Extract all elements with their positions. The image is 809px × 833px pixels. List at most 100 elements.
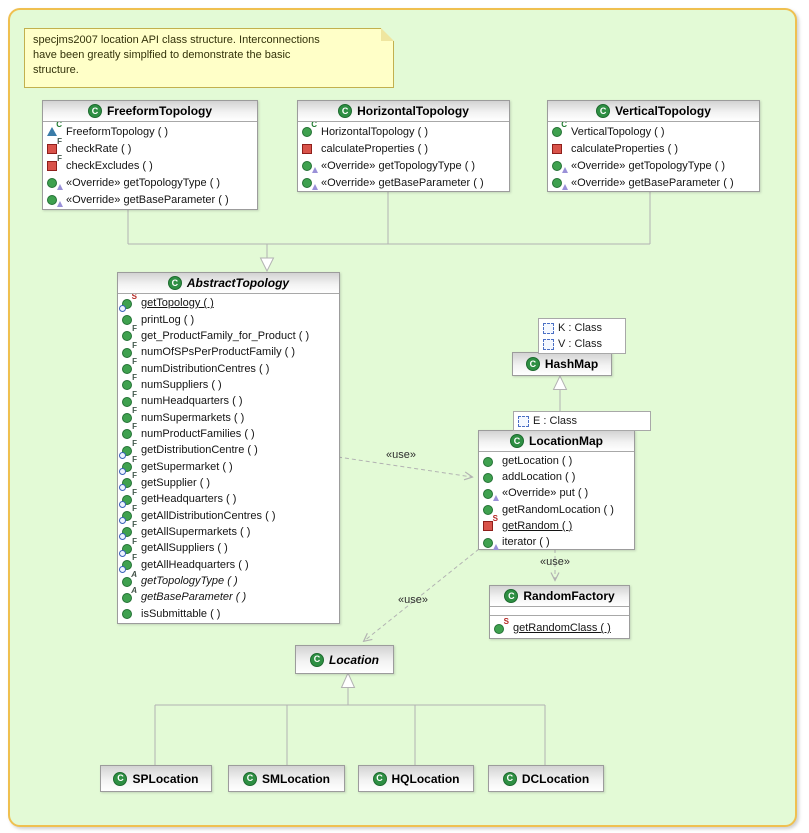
class-locationmap[interactable]: C LocationMap getLocation ( )addLocation… (478, 430, 635, 550)
method-label: numProductFamilies ( ) (141, 427, 255, 440)
method-item[interactable]: «Override» getTopologyType ( ) (552, 157, 757, 174)
method-label: getRandomLocation ( ) (502, 503, 614, 516)
class-icon: C (310, 652, 324, 667)
method-item[interactable]: «Override» getBaseParameter ( ) (552, 174, 757, 191)
method-item[interactable]: getLocation ( ) (483, 453, 632, 469)
method-item[interactable]: isSubmittable ( ) (122, 606, 337, 622)
public-final-sync-method-icon: F (119, 456, 137, 476)
public-final-method-icon: F (122, 423, 137, 440)
class-smlocation[interactable]: C SMLocation (228, 765, 345, 792)
method-item[interactable]: «Override» getTopologyType ( ) (302, 157, 507, 174)
generalization-location-subclasses (154, 687, 546, 765)
generalization-arrow-location (340, 671, 356, 688)
type-parameter-label: E : Class (533, 415, 578, 427)
public-override-method-icon (483, 487, 499, 501)
method-item[interactable]: iterator ( ) (483, 534, 632, 550)
method-label: getAllSuppliers ( ) (141, 542, 228, 555)
public-final-sync-method-icon: F (119, 505, 137, 525)
synchronized-decorator-icon (119, 533, 126, 541)
constructor-package-method-icon: C (47, 122, 62, 138)
method-item[interactable]: calculateProperties ( ) (302, 140, 507, 157)
method-item[interactable]: getRandomLocation ( ) (483, 502, 632, 518)
class-splocation[interactable]: C SPLocation (100, 765, 212, 792)
method-item[interactable]: «Override» getBaseParameter ( ) (47, 191, 255, 208)
class-title: C RandomFactory (490, 586, 629, 607)
class-icon: C (372, 771, 387, 786)
method-label: VerticalTopology ( ) (571, 125, 665, 138)
method-label: getSupplier ( ) (141, 476, 211, 489)
method-label: getRandomClass ( ) (513, 622, 611, 634)
method-label: getRandom ( ) (502, 519, 573, 532)
method-label: calculateProperties ( ) (571, 142, 678, 155)
synchronized-decorator-icon (119, 549, 126, 557)
locationmap-type-parameters[interactable]: E : Class (513, 411, 651, 431)
public-method-icon (483, 455, 497, 468)
diagram-note[interactable]: specjms2007 location API class structure… (24, 28, 394, 88)
public-final-method-icon: F (122, 341, 137, 359)
class-hashmap[interactable]: C HashMap (512, 352, 612, 376)
method-item[interactable]: «Override» getBaseParameter ( ) (302, 174, 507, 191)
class-title: C FreeformTopology (43, 101, 257, 122)
public-final-sync-method-icon: F (119, 521, 137, 541)
method-item[interactable]: calculateProperties ( ) (552, 140, 757, 157)
public-abstract-method-icon: A (122, 570, 137, 588)
method-item[interactable]: «Override» put ( ) (483, 485, 632, 501)
class-icon: C (113, 771, 128, 786)
use-locationmap-location (364, 548, 480, 641)
method-label: «Override» getTopologyType ( ) (571, 159, 726, 172)
method-item[interactable]: printLog ( ) (122, 311, 337, 327)
hashmap-type-parameters[interactable]: K : Class V : Class (538, 318, 626, 354)
override-decorator-icon (493, 494, 499, 501)
method-label: get_ProductFamily_for_Product ( ) (141, 329, 310, 342)
method-item[interactable]: addLocation ( ) (483, 469, 632, 485)
class-dclocation[interactable]: C DCLocation (488, 765, 604, 792)
use-stereotype-label: «use» (540, 556, 570, 568)
method-label: numOfSPsPerProductFamily ( ) (141, 346, 296, 359)
type-parameter: K : Class (543, 320, 621, 336)
public-override-method-icon (552, 176, 568, 190)
method-label: getAllHeadquarters ( ) (141, 558, 249, 571)
private-static-method-icon: S (483, 515, 498, 532)
public-final-sync-method-icon: F (119, 472, 137, 492)
method-label: getAllSupermarkets ( ) (141, 525, 251, 538)
override-decorator-icon (312, 167, 318, 173)
method-label: getTopology ( ) (141, 297, 214, 310)
class-hqlocation[interactable]: C HQLocation (358, 765, 474, 792)
use-stereotype-label: «use» (386, 449, 416, 461)
class-name: DCLocation (521, 771, 590, 786)
public-static-method-icon: S (494, 617, 509, 635)
method-item[interactable]: «Override» getTopologyType ( ) (47, 174, 255, 191)
class-location[interactable]: C Location (295, 645, 394, 674)
class-title: C Location (296, 646, 393, 673)
